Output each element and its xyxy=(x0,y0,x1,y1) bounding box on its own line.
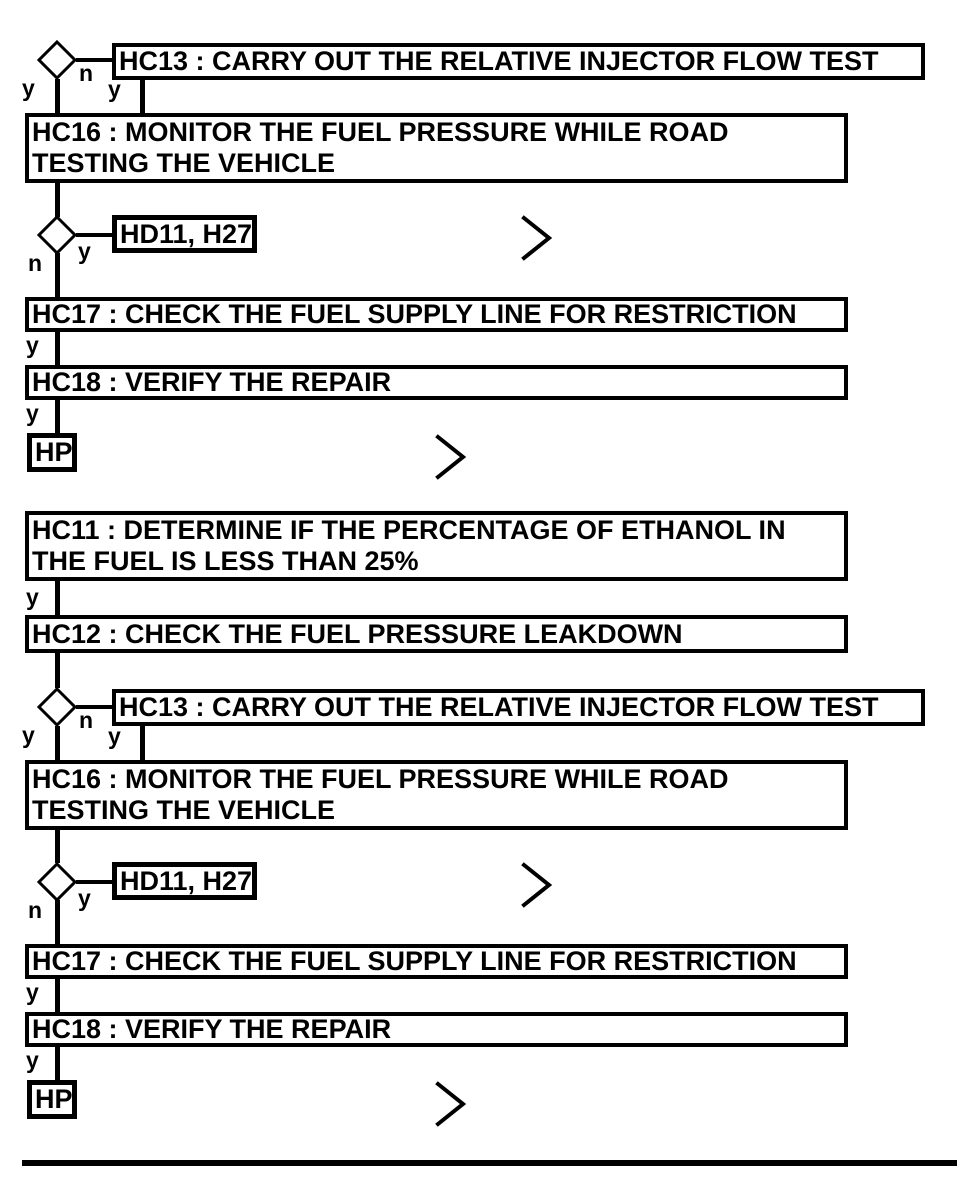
offpage-connector-chevron-icon xyxy=(521,215,553,261)
reference-box-hd11-2: HD11, H27 xyxy=(112,862,257,900)
offpage-connector-chevron-icon xyxy=(435,1081,467,1127)
process-box-hc16-2: HC16 : MONITOR THE FUEL PRESSURE WHILE R… xyxy=(25,760,848,830)
connector-hc13-to-hc16 xyxy=(140,80,145,113)
process-box-label: HC17 : CHECK THE FUEL SUPPLY LINE FOR RE… xyxy=(32,946,797,976)
reference-box-label: HD11, H27 xyxy=(120,865,253,896)
diamond-icon xyxy=(37,687,77,727)
branch-label-no: n xyxy=(79,707,94,733)
connector-hc16-to-d4 xyxy=(55,830,60,863)
diamond-icon xyxy=(37,862,77,902)
process-box-label: HC18 : VERIFY THE REPAIR xyxy=(32,367,392,397)
connector-hc13-to-hc16 xyxy=(140,726,145,760)
process-box-label-line1: HC16 : MONITOR THE FUEL PRESSURE WHILE R… xyxy=(32,117,729,147)
connector-d2-to-hd11 xyxy=(76,233,112,237)
decision-diamond-3 xyxy=(37,687,77,727)
connector-d4-to-hc17 xyxy=(55,900,60,944)
reference-box-label: HD11, H27 xyxy=(120,218,253,249)
branch-label-yes: y xyxy=(26,979,39,1005)
process-box-label: HC13 : CARRY OUT THE RELATIVE INJECTOR F… xyxy=(119,46,879,76)
process-box-hc18-2: HC18 : VERIFY THE REPAIR xyxy=(25,1012,848,1047)
process-box-hc11: HC11 : DETERMINE IF THE PERCENTAGE OF ET… xyxy=(25,511,848,581)
terminator-box-hp-2: HP xyxy=(27,1080,77,1119)
offpage-connector-chevron-icon xyxy=(435,434,467,480)
connector-d3-to-hc13 xyxy=(76,705,112,709)
connector-d1-to-hc16 xyxy=(55,79,60,113)
decision-diamond-2 xyxy=(37,215,77,255)
decision-diamond-1 xyxy=(37,40,77,80)
connector-hc17-to-hc18 xyxy=(55,979,60,1012)
process-box-label: HC13 : CARRY OUT THE RELATIVE INJECTOR F… xyxy=(119,692,879,722)
terminator-box-hp-1: HP xyxy=(27,433,77,472)
connector-d2-to-hc17 xyxy=(55,253,60,297)
process-box-label-line2: TESTING THE VEHICLE xyxy=(32,148,336,178)
connector-d3-to-hc16 xyxy=(55,726,60,760)
branch-label-yes: y xyxy=(108,723,121,749)
connector-hc18-to-hp xyxy=(55,400,60,433)
branch-label-no: n xyxy=(28,250,43,276)
process-box-label-line1: HC11 : DETERMINE IF THE PERCENTAGE OF ET… xyxy=(32,515,786,545)
process-box-label-line2: TESTING THE VEHICLE xyxy=(32,795,336,825)
branch-label-no: n xyxy=(79,60,94,86)
process-box-label: HC12 : CHECK THE FUEL PRESSURE LEAKDOWN xyxy=(32,618,683,649)
terminator-box-label: HP xyxy=(35,1084,73,1114)
process-box-label-line2: THE FUEL IS LESS THAN 25% xyxy=(32,546,419,576)
branch-label-yes: y xyxy=(26,332,39,358)
branch-label-no: n xyxy=(28,897,43,923)
section-divider xyxy=(22,1160,957,1166)
branch-label-yes: y xyxy=(78,238,91,264)
reference-box-hd11-1: HD11, H27 xyxy=(112,215,257,253)
branch-label-yes: y xyxy=(26,400,39,426)
branch-label-yes: y xyxy=(26,584,39,610)
branch-label-yes: y xyxy=(22,75,35,101)
process-box-hc16-1: HC16 : MONITOR THE FUEL PRESSURE WHILE R… xyxy=(25,113,848,183)
connector-hc11-to-hc12 xyxy=(55,581,60,615)
connector-d4-to-hd11 xyxy=(76,880,112,884)
process-box-label-line1: HC16 : MONITOR THE FUEL PRESSURE WHILE R… xyxy=(32,764,729,794)
diamond-icon xyxy=(37,40,77,80)
branch-label-yes: y xyxy=(108,76,121,102)
process-box-hc17-2: HC17 : CHECK THE FUEL SUPPLY LINE FOR RE… xyxy=(25,944,848,979)
terminator-box-label: HP xyxy=(35,437,73,467)
branch-label-yes: y xyxy=(78,885,91,911)
connector-d1-to-hc13 xyxy=(76,58,112,62)
connector-hc16-to-d2 xyxy=(55,183,60,217)
process-box-hc13-2: HC13 : CARRY OUT THE RELATIVE INJECTOR F… xyxy=(112,689,925,726)
offpage-connector-chevron-icon xyxy=(521,862,553,908)
connector-hc17-to-hc18 xyxy=(55,332,60,365)
process-box-hc17-1: HC17 : CHECK THE FUEL SUPPLY LINE FOR RE… xyxy=(25,297,848,332)
process-box-hc18-1: HC18 : VERIFY THE REPAIR xyxy=(25,365,848,400)
diamond-icon xyxy=(37,215,77,255)
connector-hc12-to-d3 xyxy=(55,653,60,688)
process-box-hc12: HC12 : CHECK THE FUEL PRESSURE LEAKDOWN xyxy=(25,615,848,653)
branch-label-yes: y xyxy=(22,722,35,748)
branch-label-yes: y xyxy=(26,1047,39,1073)
connector-hc18-to-hp xyxy=(55,1047,60,1080)
process-box-label: HC18 : VERIFY THE REPAIR xyxy=(32,1014,392,1044)
process-box-hc13-1: HC13 : CARRY OUT THE RELATIVE INJECTOR F… xyxy=(112,43,925,80)
process-box-label: HC17 : CHECK THE FUEL SUPPLY LINE FOR RE… xyxy=(32,299,797,329)
decision-diamond-4 xyxy=(37,862,77,902)
